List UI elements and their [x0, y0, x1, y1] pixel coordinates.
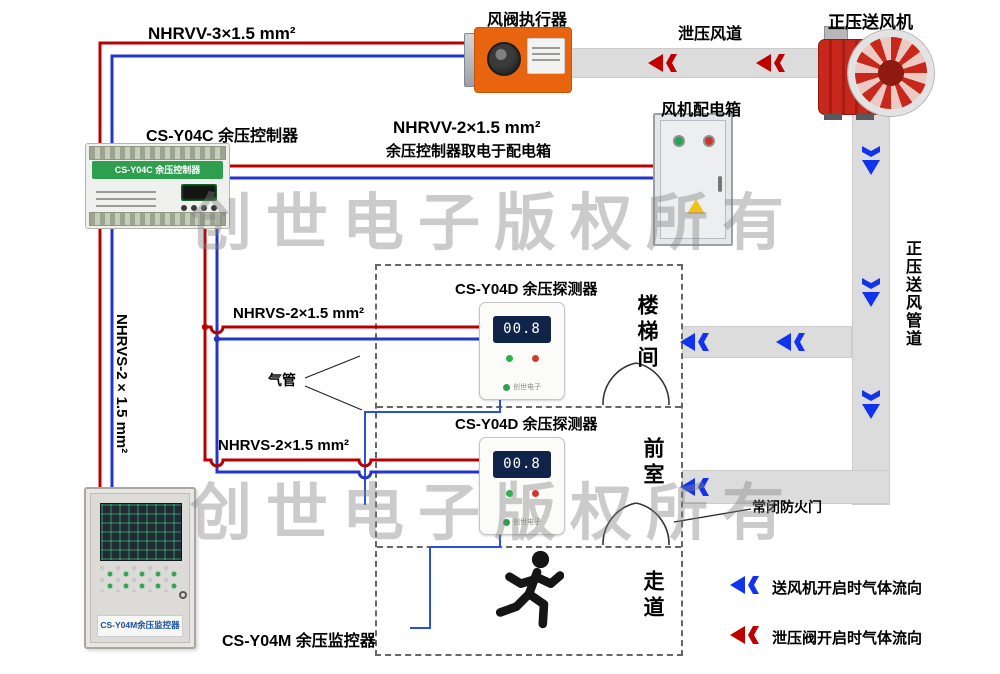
relief-duct-label: 泄压风道	[678, 26, 743, 43]
terminal-strip	[89, 146, 226, 160]
fan-foot	[824, 114, 842, 120]
legend-supply-arrow-icon	[730, 574, 764, 596]
fan-power-box-device	[653, 113, 733, 246]
red-indicator-icon	[703, 135, 715, 147]
room-label-corridor: 走道	[641, 570, 664, 622]
cable-note-power: 余压控制器取电于配电箱	[386, 143, 552, 160]
wire-blue-detector1	[215, 229, 479, 341]
supply-fan-device	[818, 26, 938, 122]
actuator-body	[474, 27, 572, 93]
terminal-strip	[89, 212, 226, 226]
supply-flow-arrow-icon	[680, 476, 714, 498]
detector-leds	[480, 490, 564, 497]
controller-screen	[181, 184, 217, 201]
door-handle	[718, 176, 722, 192]
relief-flow-arrow-icon	[648, 52, 682, 74]
supply-duct-label: 正压送风管道	[903, 240, 920, 348]
wire-blue-detector2	[215, 339, 479, 480]
air-tube-leader	[304, 355, 361, 379]
monitor-label: CS-Y04M 余压监控器	[222, 633, 376, 650]
red-led-icon	[531, 490, 539, 497]
wire-red-detector2	[203, 327, 479, 468]
brand-logo-icon	[503, 383, 510, 391]
cable-label-bus-lower: NHRVS-2×1.5 mm²	[218, 437, 350, 454]
supply-flow-arrow-icon	[680, 331, 714, 353]
fan-foot	[856, 114, 874, 120]
air-tube-lower	[410, 534, 501, 629]
room-label-stairwell: 楼梯间	[635, 294, 658, 372]
detector-leds	[480, 355, 564, 362]
legend-supply-text: 送风机开启时气体流向	[772, 580, 923, 597]
green-led-icon	[505, 355, 513, 362]
actuator-label: 风阀执行器	[487, 12, 568, 29]
damper-actuator-device	[464, 27, 572, 93]
detector-value: 00.8	[503, 321, 541, 337]
fire-door-leader	[673, 508, 752, 523]
controller-panel-label: CS-Y04C 余压控制器	[92, 161, 223, 179]
detector-value: 00.8	[503, 456, 541, 472]
brand-logo-icon	[503, 518, 510, 526]
cable-label-bus-upper: NHRVS-2×1.5 mm²	[233, 305, 365, 322]
cable-label-bus-left: NHRVS-2×1.5 mm²	[113, 314, 130, 454]
fan-impeller-icon	[848, 30, 934, 116]
supply-flow-arrow-icon	[860, 273, 882, 307]
monitor-screen	[100, 503, 182, 561]
power-box-label: 风机配电箱	[661, 102, 742, 119]
supply-flow-arrow-icon	[860, 385, 882, 419]
air-tube-upper	[364, 399, 501, 505]
relief-flow-arrow-icon	[756, 52, 790, 74]
keyhole-icon	[179, 591, 187, 599]
controller-buttons	[181, 205, 217, 211]
monitor-panel-label: CS-Y04M余压监控器	[97, 615, 183, 637]
pressure-controller-device: CS-Y04C 余压控制器	[85, 143, 230, 229]
pressure-monitor-device: CS-Y04M余压监控器	[84, 487, 196, 649]
room-divider	[377, 406, 681, 408]
wire-blue-actuator	[110, 54, 464, 143]
legend-relief-text: 泄压阀开启时气体流向	[772, 630, 923, 647]
wire-junction	[201, 323, 209, 331]
wire-red-detector1	[203, 229, 479, 335]
supply-flow-arrow-icon	[860, 141, 882, 175]
green-led-icon	[505, 490, 513, 497]
fire-door-icon	[602, 362, 670, 406]
detector-display: 00.8	[493, 451, 551, 478]
pressure-detector-upper: 00.8 创世电子	[479, 302, 565, 400]
supply-flow-arrow-icon	[776, 331, 810, 353]
wire-red-actuator	[98, 41, 464, 143]
detector-brand: 创世电子	[480, 382, 564, 392]
fire-door-label: 常闭防火门	[752, 499, 822, 515]
warning-triangle-icon	[687, 199, 705, 214]
air-tube-leader	[304, 385, 363, 411]
detector-display: 00.8	[493, 316, 551, 343]
fire-door-icon	[602, 502, 670, 546]
monitor-keypad	[100, 566, 180, 592]
actuator-label-plate	[527, 38, 565, 74]
room-divider	[377, 546, 681, 548]
air-tube-label: 气管	[268, 372, 296, 388]
actuator-knob-icon	[487, 42, 521, 76]
detector-brand: 创世电子	[480, 517, 564, 527]
controller-label: CS-Y04C 余压控制器	[146, 128, 299, 145]
power-box-door	[660, 120, 726, 239]
detector-lower-label: CS-Y04D 余压探测器	[455, 416, 598, 433]
green-indicator-icon	[673, 135, 685, 147]
detector-upper-label: CS-Y04D 余压探测器	[455, 281, 598, 298]
running-person-icon	[494, 548, 565, 645]
supply-duct-branch-frontroom	[682, 470, 890, 504]
cable-label-power: NHRVV-2×1.5 mm²	[393, 118, 541, 137]
red-led-icon	[531, 355, 539, 362]
cable-label-actuator: NHRVV-3×1.5 mm²	[148, 24, 296, 43]
wire-junction	[213, 335, 221, 343]
legend-relief-arrow-icon	[730, 624, 764, 646]
pressure-detector-lower: 00.8 创世电子	[479, 437, 565, 535]
fan-label: 正压送风机	[828, 13, 913, 32]
controller-text-lines	[96, 186, 156, 212]
supply-duct-branch-stairwell	[682, 326, 852, 358]
room-label-front-room: 前室	[641, 437, 664, 489]
monitor-panel: CS-Y04M余压监控器	[90, 493, 190, 643]
